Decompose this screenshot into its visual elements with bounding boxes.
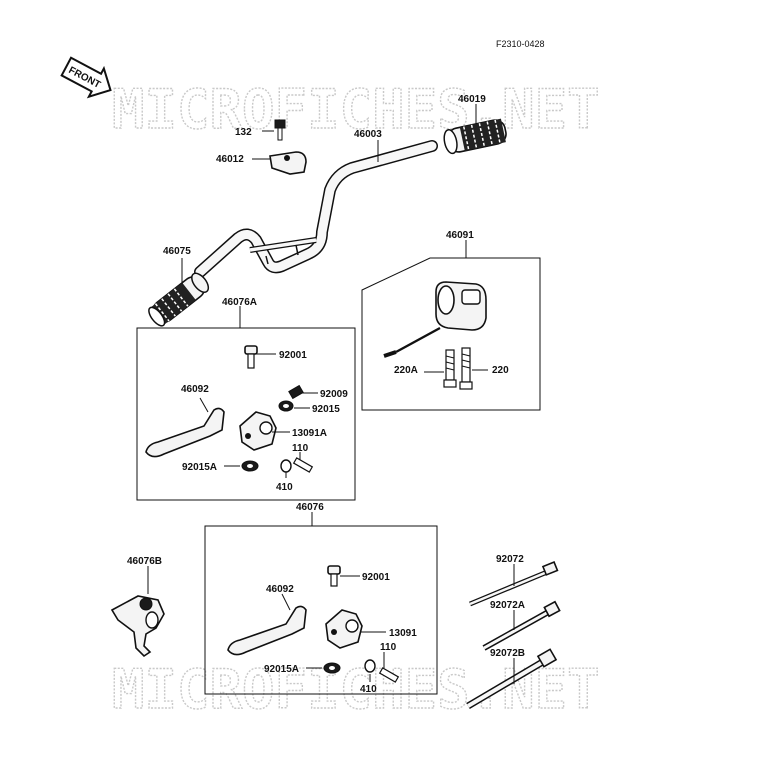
right-grip bbox=[443, 118, 507, 155]
lever-group-box-46076 bbox=[204, 525, 438, 695]
watermark-top: MICROFICHES.NET bbox=[112, 78, 600, 141]
washer-92015A-upper bbox=[241, 460, 259, 472]
lever-holder-13091A bbox=[239, 411, 277, 451]
lever-46092-lower bbox=[227, 605, 307, 656]
label-46075: 46075 bbox=[163, 246, 191, 257]
bolt-92001-upper bbox=[244, 345, 258, 369]
label-92015: 92015 bbox=[312, 404, 340, 415]
label-46091: 46091 bbox=[446, 230, 474, 241]
label-92072A: 92072A bbox=[490, 600, 525, 611]
screw-220 bbox=[459, 347, 473, 390]
washer-92015A-lower bbox=[323, 662, 341, 674]
handlebar bbox=[194, 140, 438, 278]
label-220: 220 bbox=[492, 365, 509, 376]
cable-tie-92072 bbox=[469, 561, 559, 607]
label-92072: 92072 bbox=[496, 554, 524, 565]
bolt-110-upper bbox=[292, 457, 314, 473]
label-46092-lower: 46092 bbox=[266, 584, 294, 595]
label-46076B: 46076B bbox=[127, 556, 162, 567]
label-410-upper: 410 bbox=[276, 482, 293, 493]
front-arrow-icon: FRONT bbox=[60, 56, 112, 99]
label-220A: 220A bbox=[394, 365, 418, 376]
label-13091A: 13091A bbox=[292, 428, 327, 439]
washer-92015 bbox=[278, 400, 294, 412]
cable-tie-92072A bbox=[482, 600, 561, 651]
diagram-code: F2310-0428 bbox=[496, 39, 545, 49]
label-92001-lower: 92001 bbox=[362, 572, 390, 583]
label-92015A-lower: 92015A bbox=[264, 664, 299, 675]
label-110-upper: 110 bbox=[292, 443, 309, 454]
holder-46012 bbox=[269, 151, 307, 175]
handlebar-switch bbox=[383, 281, 487, 358]
label-92009: 92009 bbox=[320, 389, 348, 400]
label-410-lower: 410 bbox=[360, 684, 377, 695]
label-46012: 46012 bbox=[216, 154, 244, 165]
label-132: 132 bbox=[235, 127, 252, 138]
cable-tie-92072B bbox=[466, 648, 558, 710]
lever-holder-13091 bbox=[325, 609, 363, 649]
label-110-lower: 110 bbox=[380, 642, 397, 653]
label-92072B: 92072B bbox=[490, 648, 525, 659]
nut-410-upper bbox=[280, 459, 292, 473]
watermark-bottom: MICROFICHES.NET bbox=[112, 658, 600, 721]
label-46092-upper: 46092 bbox=[181, 384, 209, 395]
bolt-110-lower bbox=[378, 667, 400, 683]
bolt-132 bbox=[274, 119, 286, 141]
lever-assembly-46076B bbox=[110, 595, 165, 658]
nut-410-lower bbox=[364, 659, 376, 673]
screw-92009 bbox=[288, 384, 304, 400]
left-grip bbox=[148, 272, 210, 327]
lever-group-box-46076A bbox=[136, 327, 356, 501]
label-46003: 46003 bbox=[354, 129, 382, 140]
bolt-92001-lower bbox=[327, 565, 341, 587]
lever-46092-upper bbox=[145, 407, 225, 458]
label-46076A: 46076A bbox=[222, 297, 257, 308]
label-46019: 46019 bbox=[458, 94, 486, 105]
label-13091: 13091 bbox=[389, 628, 417, 639]
label-92001-upper: 92001 bbox=[279, 350, 307, 361]
label-46076: 46076 bbox=[296, 502, 324, 513]
screw-220A bbox=[443, 349, 457, 388]
switch-group-box bbox=[361, 257, 541, 411]
label-92015A-upper: 92015A bbox=[182, 462, 217, 473]
